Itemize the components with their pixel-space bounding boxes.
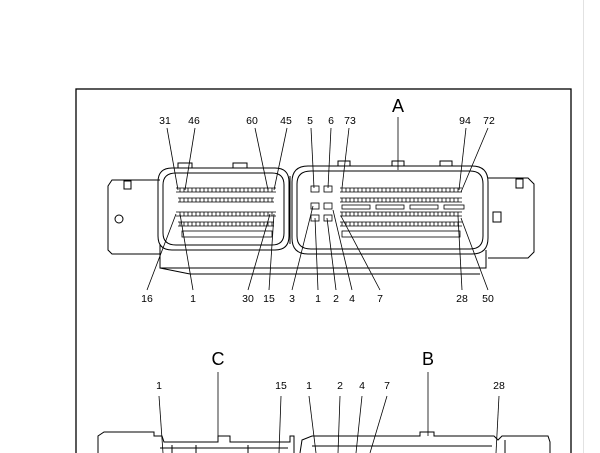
pin-ticks-left	[179, 188, 273, 226]
pin-ticks-right	[341, 188, 459, 226]
pin-label-a-45: 45	[280, 115, 292, 127]
pin-label-a-60: 60	[246, 115, 258, 127]
pin-label-a-15: 15	[263, 293, 275, 305]
pin-label-b-7: 7	[384, 380, 390, 392]
pin-label-b-4: 4	[359, 380, 365, 392]
pin-label-a-46: 46	[188, 115, 200, 127]
scrollbar-track[interactable]	[583, 0, 600, 453]
pin-label-a-28: 28	[456, 293, 468, 305]
pin-label-a-4: 4	[349, 293, 355, 305]
pin-label-a-5: 5	[307, 115, 313, 127]
lower-connector-housing	[97, 431, 551, 453]
pin-rows-right	[310, 185, 465, 238]
pin-label-a-16: 16	[141, 293, 153, 305]
pin-label-a-3: 3	[289, 293, 295, 305]
leader-lines-lower	[158, 372, 500, 453]
diagram-frame	[75, 88, 572, 453]
pin-label-a-73: 73	[344, 115, 356, 127]
pin-label-a-7: 7	[377, 293, 383, 305]
pin-label-a-50: 50	[482, 293, 494, 305]
connector-housing	[107, 160, 535, 275]
pin-label-a-94: 94	[459, 115, 471, 127]
pin-label-a-2: 2	[333, 293, 339, 305]
pin-label-a-30: 30	[242, 293, 254, 305]
pin-label-a-31: 31	[159, 115, 171, 127]
connector-label-c: C	[212, 349, 225, 369]
pin-rows-left	[176, 187, 276, 238]
pin-label-c-1: 1	[156, 380, 162, 392]
pin-label-b-1: 1	[306, 380, 312, 392]
connector-label-b: B	[422, 349, 434, 369]
pin-label-a-1: 1	[190, 293, 196, 305]
connector-label-a: A	[392, 96, 404, 116]
pin-label-b-28: 28	[493, 380, 505, 392]
leader-lines-bottom	[146, 205, 489, 291]
pin-label-a-1b: 1	[315, 293, 321, 305]
leader-lines-top	[166, 117, 489, 193]
pin-label-c-15: 15	[275, 380, 287, 392]
pin-label-b-2: 2	[337, 380, 343, 392]
ecu-connector-diagram: 31 46 60 45 5 6 73 94 72 A 16 1 30 15 3 …	[75, 88, 572, 453]
pin-label-a-72: 72	[483, 115, 495, 127]
pin-label-a-6: 6	[328, 115, 334, 127]
